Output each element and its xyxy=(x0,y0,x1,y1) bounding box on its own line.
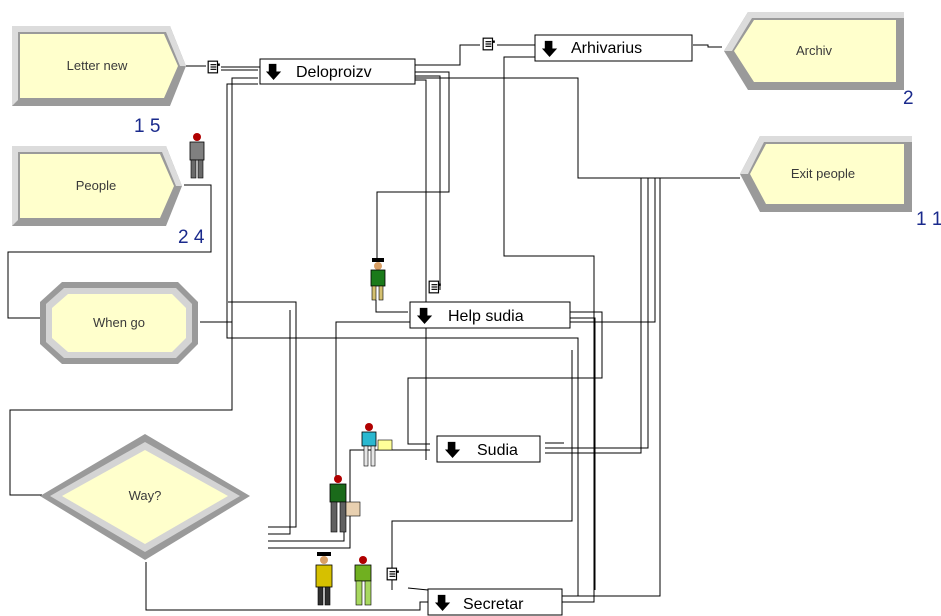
decide-module-way[interactable]: Way? xyxy=(40,434,250,560)
person-icon xyxy=(315,552,333,606)
person-icon xyxy=(361,423,393,467)
dispose-module-archiv[interactable]: Archiv xyxy=(724,12,904,90)
create-module-people[interactable]: People xyxy=(12,146,182,226)
process-arhivarius[interactable]: Arhivarius xyxy=(534,34,693,62)
delay-module-when-go[interactable]: When go xyxy=(40,282,198,364)
process-secretar[interactable]: Secretar xyxy=(427,588,563,616)
sudia-label: Sudia xyxy=(477,442,518,459)
person-icon xyxy=(370,258,386,301)
create-module-letter-new[interactable]: Letter new xyxy=(12,26,186,106)
document-icon xyxy=(207,60,221,74)
person-icon xyxy=(329,475,361,533)
secretar-label: Secretar xyxy=(463,596,524,613)
when-go-label: When go xyxy=(93,315,145,330)
document-icon xyxy=(428,280,442,294)
people-counter: 2 4 xyxy=(178,227,205,248)
dispose-module-exit-people[interactable]: Exit people xyxy=(740,136,912,212)
letter-new-label: Letter new xyxy=(67,58,128,73)
archiv-counter: 2 xyxy=(903,88,914,109)
process-sudia[interactable]: Sudia xyxy=(436,435,541,463)
deloproizv-label: Deloproizv xyxy=(296,64,372,81)
process-deloproizv[interactable]: Deloproizv xyxy=(259,58,416,85)
arhivarius-label: Arhivarius xyxy=(571,40,642,57)
person-icon xyxy=(189,133,205,179)
way-label: Way? xyxy=(129,488,162,503)
archiv-label: Archiv xyxy=(796,43,833,58)
help-sudia-label: Help sudia xyxy=(448,308,524,325)
document-icon xyxy=(482,37,496,51)
letter-new-counter: 1 5 xyxy=(134,116,160,137)
people-label: People xyxy=(76,178,116,193)
exit-people-counter: 1 1 xyxy=(916,209,941,230)
person-icon xyxy=(354,556,372,606)
process-help-sudia[interactable]: Help sudia xyxy=(409,301,571,329)
connection-lines xyxy=(7,44,740,611)
document-icon xyxy=(386,567,400,581)
exit-people-label: Exit people xyxy=(791,166,855,181)
